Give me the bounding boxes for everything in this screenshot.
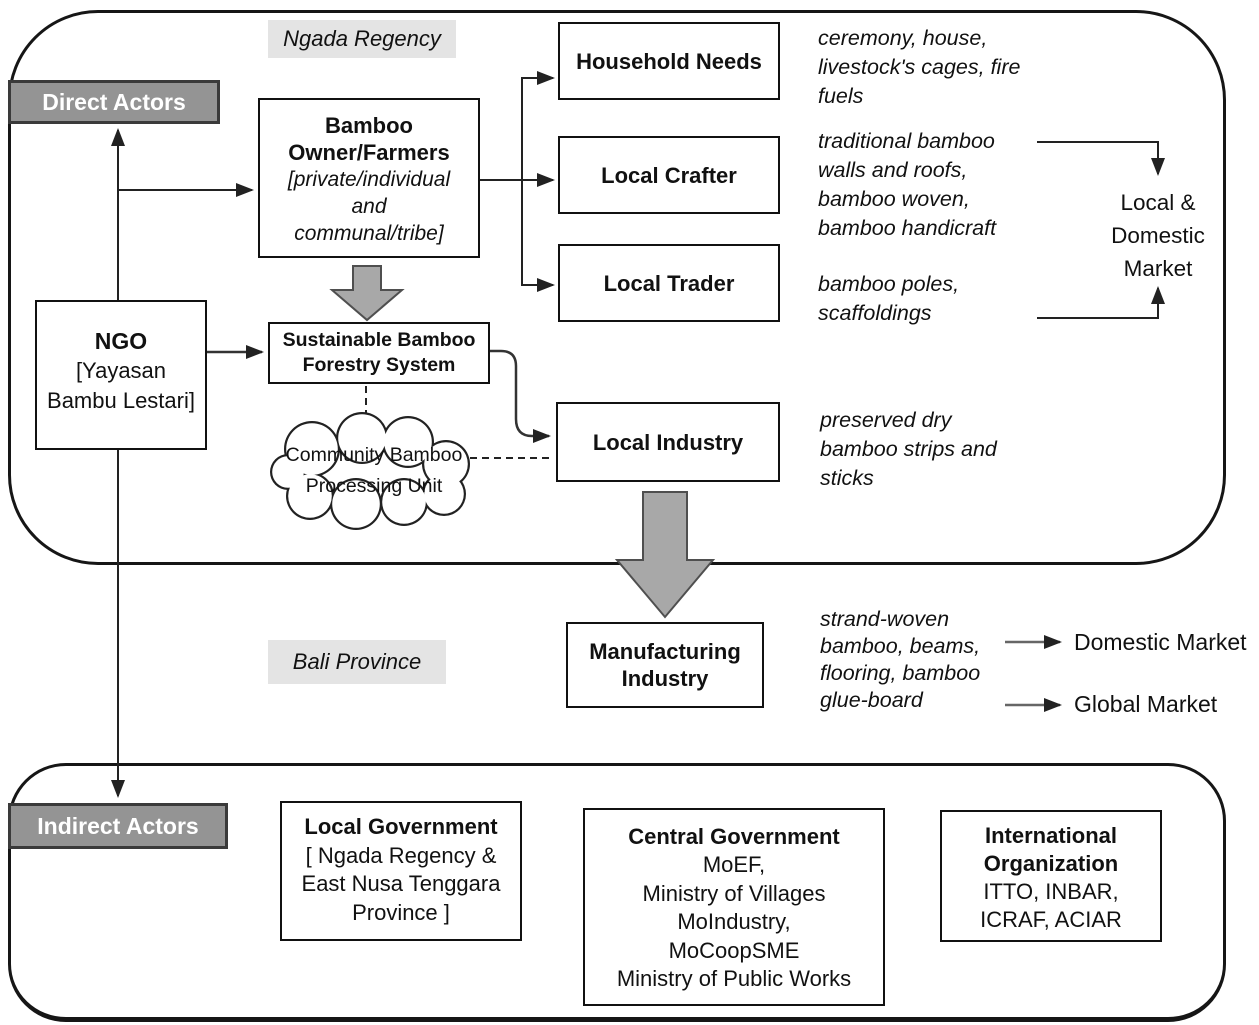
node-sub-line: [private/individual [287, 168, 451, 191]
annotation-manufacturing-products: strand-woven bamboo, beams, flooring, ba… [820, 606, 980, 714]
market-line: Local & [1120, 190, 1196, 215]
node-household-needs: Household Needs [558, 22, 780, 100]
node-title: Local Trader [603, 270, 735, 296]
node-sub-line: [ Ngada Regency & [305, 842, 497, 868]
indirect-actors-label: Indirect Actors [8, 803, 228, 849]
market-global: Global Market [1074, 691, 1218, 717]
direct-actors-label: Direct Actors [8, 80, 220, 124]
node-title: Central Government [628, 824, 840, 849]
arrow-trader-to-market [1037, 286, 1165, 319]
node-title: Local Industry [592, 429, 744, 455]
node-sub-line: Province ] [352, 899, 450, 925]
node-sub-line: communal/tribe] [294, 222, 444, 245]
node-ngo: NGO [Yayasan Bambu Lestari] [35, 300, 207, 450]
market-local-domestic: Local & Domestic Market [1100, 186, 1216, 285]
node-local-government: Local Government [ Ngada Regency & East … [280, 801, 522, 941]
node-sub-line: MoIndustry, [677, 909, 791, 934]
node-title: Household Needs [576, 48, 762, 74]
region-tag-ngada: Ngada Regency [268, 20, 456, 58]
annotation-industry-products: preserved dry bamboo strips and sticks [820, 406, 997, 493]
node-local-industry: Local Industry [556, 402, 780, 482]
annotation-trader-products: bamboo poles, scaffoldings [818, 270, 959, 328]
arrow-sbfs-to-local-industry [490, 349, 551, 443]
annotation-line: bamboo woven, [818, 187, 970, 211]
block-arrow-industry-to-manufacturing [614, 491, 716, 619]
node-sub-line: East Nusa Tenggara [301, 871, 501, 896]
node-sub-line: ICRAF, ACIAR [980, 907, 1122, 932]
node-central-government: Central Government MoEF, Ministry of Vil… [583, 808, 885, 1006]
annotation-line: fuels [818, 84, 864, 108]
node-sustainable-bamboo-forestry-system: Sustainable Bamboo Forestry System [268, 322, 490, 384]
node-local-crafter: Local Crafter [558, 136, 780, 214]
node-local-trader: Local Trader [558, 244, 780, 322]
node-title: NGO [94, 328, 148, 354]
market-line: Domestic [1111, 223, 1205, 248]
node-title: Local Government [304, 814, 498, 839]
annotation-household-products: ceremony, house, livestock's cages, fire… [818, 24, 1020, 111]
region-tag-bali: Bali Province [268, 640, 446, 684]
arrow-crafter-to-market [1037, 141, 1165, 176]
annotation-line: bamboo poles, [818, 272, 960, 296]
node-manufacturing-industry: Manufacturing Industry [566, 622, 764, 708]
annotation-line: glue-board [820, 688, 923, 712]
node-title: Local Crafter [601, 162, 737, 188]
market-line: Market [1123, 256, 1193, 281]
annotation-line: walls and roofs, [818, 158, 968, 182]
arrow-to-household-needs [521, 71, 555, 180]
block-arrow-owner-to-sbfs [329, 265, 405, 322]
market-domestic: Domestic Market [1074, 629, 1247, 655]
annotation-line: ceremony, house, [818, 26, 988, 50]
node-sub-line: Ministry of Public Works [616, 966, 852, 991]
annotation-line: bamboo handicraft [818, 216, 997, 240]
annotation-line: scaffoldings [818, 301, 932, 325]
node-sub-line: Ministry of Villages [642, 880, 826, 906]
node-sub-line: Bambu Lestari] [47, 388, 195, 413]
annotation-crafter-products: traditional bamboo walls and roofs, bamb… [818, 127, 996, 243]
node-community-bamboo-processing-unit: Community Bamboo Processing Unit [284, 440, 464, 502]
node-title: Sustainable Bamboo Forestry System [282, 329, 476, 376]
node-sub-line: MoEF, [702, 852, 766, 877]
node-title: Bamboo Owner/Farmers [288, 113, 450, 165]
arrow-to-local-trader [521, 180, 555, 292]
node-sub-line: MoCoopSME [668, 937, 800, 963]
annotation-line: bamboo, beams, [820, 634, 981, 658]
annotation-line: strand-woven [820, 607, 950, 631]
annotation-line: livestock's cages, fire [818, 55, 1021, 79]
annotation-line: traditional bamboo [818, 129, 995, 153]
node-bamboo-owner-farmers: Bamboo Owner/Farmers [private/individual… [258, 98, 480, 258]
node-international-organization: International Organization ITTO, INBAR, … [940, 810, 1162, 942]
direct-actors-container [8, 10, 1226, 565]
node-title: Community Bamboo Processing Unit [285, 444, 463, 497]
annotation-line: flooring, bamboo [820, 661, 981, 685]
annotation-line: sticks [820, 466, 874, 490]
annotation-line: bamboo strips and [820, 437, 997, 461]
indirect-actors-container [8, 763, 1226, 1022]
node-sub-line: ITTO, INBAR, [983, 879, 1119, 904]
annotation-line: preserved dry [820, 408, 952, 432]
cloud-shape [270, 412, 470, 530]
node-sub-line: [Yayasan [75, 358, 167, 383]
node-sub-line: and [351, 195, 387, 218]
node-title: International Organization [983, 823, 1119, 876]
node-title: Manufacturing Industry [589, 639, 741, 691]
